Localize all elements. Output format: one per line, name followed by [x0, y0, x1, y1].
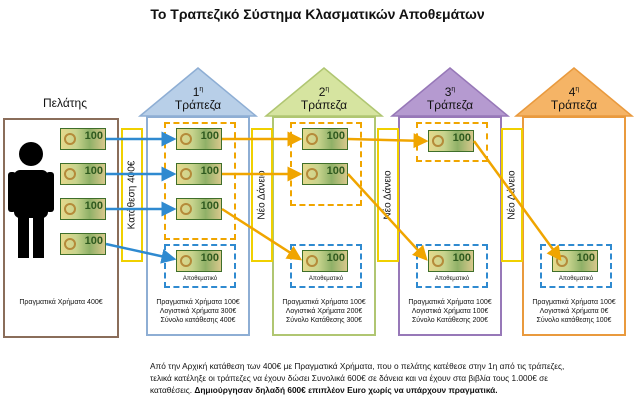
bank-4-stats: Πραγματικά Χρήματα 100€Λογιστικά Χρήματα…	[516, 298, 632, 325]
arrow-loan-3a	[474, 141, 560, 259]
footer-text: Από την Αρχική κατάθεση των 400€ με Πραγ…	[150, 360, 630, 396]
bank-1-stats: Πραγματικά Χρήματα 100€Λογιστικά Χρήματα…	[140, 298, 256, 325]
arrow-loan-2a	[348, 139, 426, 141]
bank-2-stats: Πραγματικά Χρήματα 100€Λογιστικά Χρήματα…	[266, 298, 382, 325]
arrow-loan-1c	[222, 209, 300, 259]
arrow-deposit-4	[106, 244, 174, 259]
arrow-loan-2b	[348, 174, 426, 259]
bank-3-stats: Πραγματικά Χρήματα 100€Λογιστικά Χρήματα…	[392, 298, 508, 325]
